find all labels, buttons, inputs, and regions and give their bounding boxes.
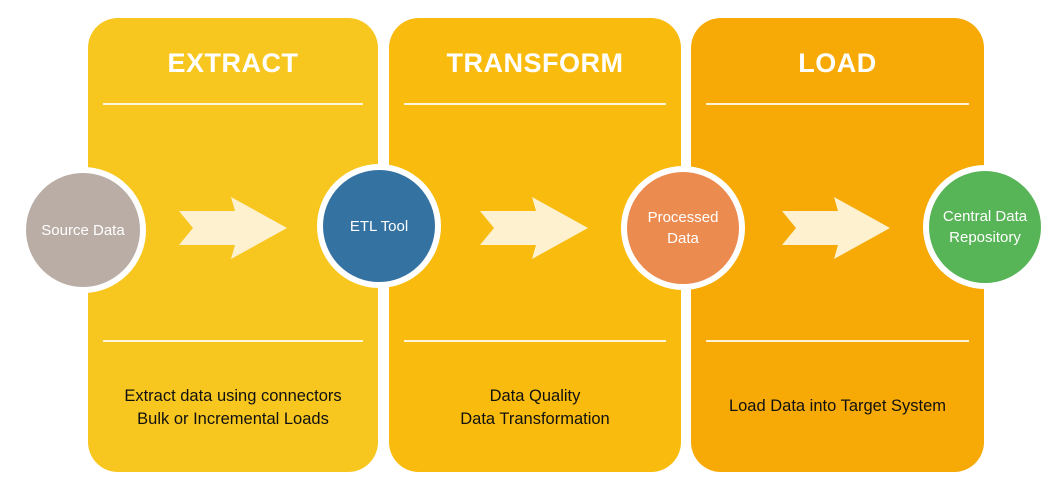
extract-desc-line-1: Extract data using connectors: [124, 387, 342, 405]
transform-divider-top: [404, 103, 666, 105]
source-data-node: Source Data: [20, 167, 146, 293]
extract-divider-top: [103, 103, 363, 105]
etl-tool-label: ETL Tool: [349, 217, 409, 235]
central-repository-node: Central Data Repository: [923, 165, 1047, 289]
arrow-right-icon: [179, 197, 287, 259]
extract-desc-line-2: Bulk or Incremental Loads: [137, 410, 329, 428]
arrow-right-icon: [782, 197, 890, 259]
central-repository-label-line-1: Central Data: [942, 208, 1028, 225]
transform-title: TRANSFORM: [446, 48, 624, 78]
extract-description: Extract data using connectors Bulk or In…: [88, 385, 378, 431]
extract-divider-bottom: [103, 340, 363, 342]
etl-tool-node: ETL Tool: [317, 164, 441, 288]
transform-desc-line-1: Data Quality: [489, 387, 581, 405]
source-data-label: Source Data: [41, 221, 125, 239]
extract-title: EXTRACT: [167, 48, 299, 78]
transform-divider-bottom: [404, 340, 666, 342]
load-divider-top: [706, 103, 969, 105]
load-desc-line-1: Load Data into Target System: [728, 397, 947, 415]
central-repository-label-line-2: Repository: [949, 229, 1021, 246]
processed-data-node: Processed Data: [621, 166, 745, 290]
load-title: LOAD: [798, 48, 877, 78]
load-divider-bottom: [706, 340, 969, 342]
arrow-right-icon: [480, 197, 588, 259]
processed-data-label-line-2: Data: [667, 230, 699, 247]
load-description: Load Data into Target System: [691, 395, 984, 418]
processed-data-label-line-1: Processed: [647, 209, 719, 226]
transform-description: Data Quality Data Transformation: [389, 385, 681, 431]
transform-desc-line-2: Data Transformation: [460, 410, 610, 428]
